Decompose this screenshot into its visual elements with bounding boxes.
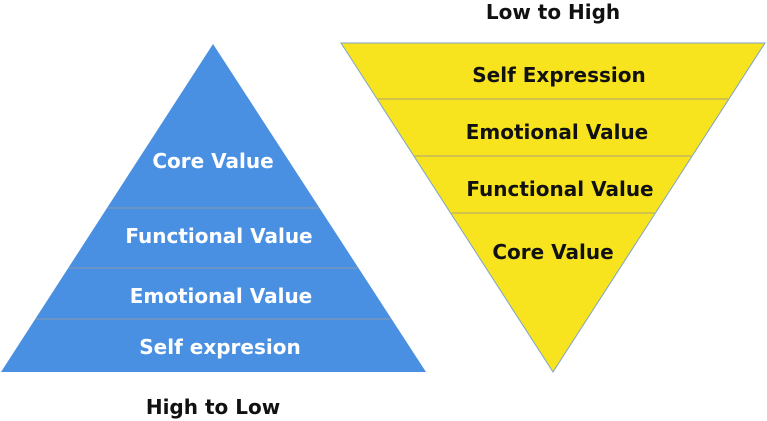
inverted-level-core-value: Core Value	[492, 240, 613, 264]
inverted-level-self-expression: Self Expression	[472, 63, 645, 87]
pyramid-level-core-value: Core Value	[152, 149, 273, 173]
inverted-pyramid-title: Low to High	[486, 0, 620, 24]
inverted-pyramid-shape	[340, 42, 766, 373]
pyramid-level-emotional-value: Emotional Value	[130, 284, 313, 308]
inverted-level-functional-value: Functional Value	[466, 177, 653, 201]
pyramid-level-self-expression: Self expresion	[139, 335, 300, 359]
pyramid-high-to-low: Core Value Functional Value Emotional Va…	[1, 44, 426, 419]
pyramid-level-functional-value: Functional Value	[125, 224, 312, 248]
inverted-level-emotional-value: Emotional Value	[466, 120, 649, 144]
pyramid-title: High to Low	[146, 395, 280, 419]
inverted-pyramid-low-to-high: Self Expression Emotional Value Function…	[340, 0, 766, 373]
